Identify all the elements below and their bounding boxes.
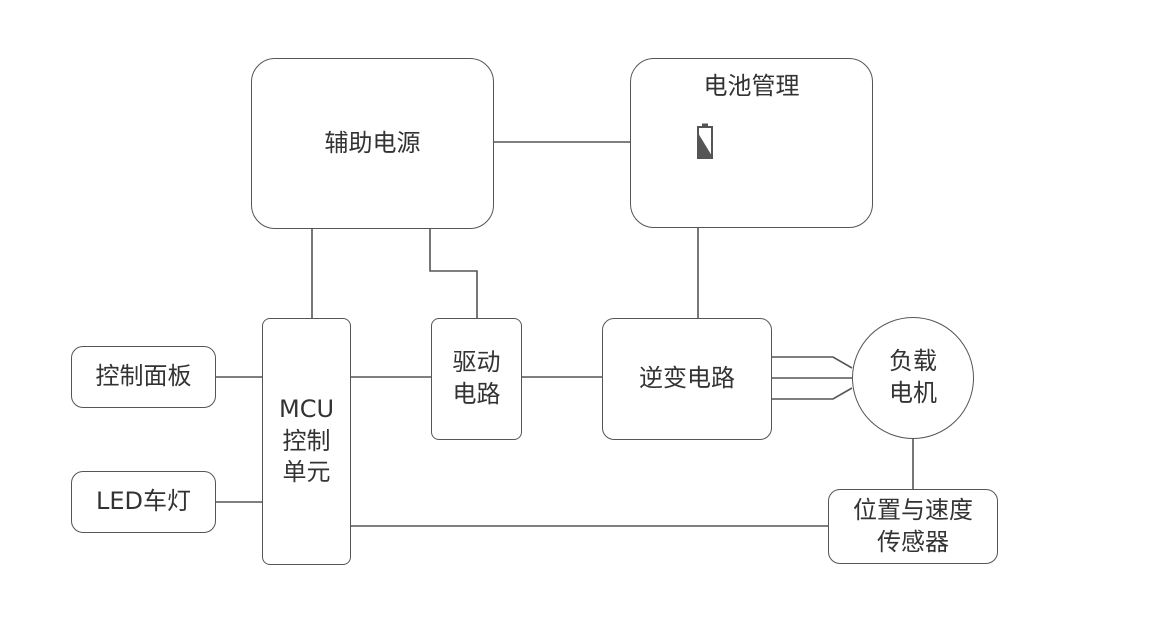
battery-management-block: 电池管理 [630, 58, 873, 228]
battery-management-label: 电池管理 [703, 72, 800, 100]
driver-circuit-block: 驱动 电路 [431, 318, 522, 440]
inverter-label: 逆变电路 [639, 364, 735, 393]
aux-power-block: 辅助电源 [251, 58, 494, 229]
led-light-block: LED车灯 [71, 471, 216, 533]
line-aux-driver [429, 229, 478, 318]
line-phase-c [772, 387, 853, 400]
line-phase-a [772, 356, 853, 369]
mcu-label-line3: 单元 [282, 458, 331, 487]
sensor-label-line1: 位置与速度 [853, 495, 973, 524]
aux-power-label: 辅助电源 [324, 128, 421, 157]
mcu-block: MCU 控制 单元 [262, 318, 351, 565]
battery-cell-icon [697, 123, 713, 159]
motor-circle: 负载 电机 [852, 317, 974, 439]
control-panel-block: 控制面板 [71, 346, 216, 408]
sensor-block: 位置与速度 传感器 [828, 489, 998, 564]
control-panel-label: 控制面板 [95, 362, 192, 391]
motor-label-line1: 负载 [889, 347, 937, 376]
driver-label-line1: 驱动 [452, 348, 501, 377]
driver-label-line2: 电路 [452, 380, 501, 408]
sensor-label-line2: 传感器 [877, 527, 949, 556]
motor-label-line2: 电机 [889, 379, 937, 407]
mcu-label-line2: 控制 [282, 426, 331, 455]
led-light-label: LED车灯 [95, 487, 191, 516]
inverter-block: 逆变电路 [602, 318, 772, 440]
mcu-label-line1: MCU [278, 394, 335, 423]
